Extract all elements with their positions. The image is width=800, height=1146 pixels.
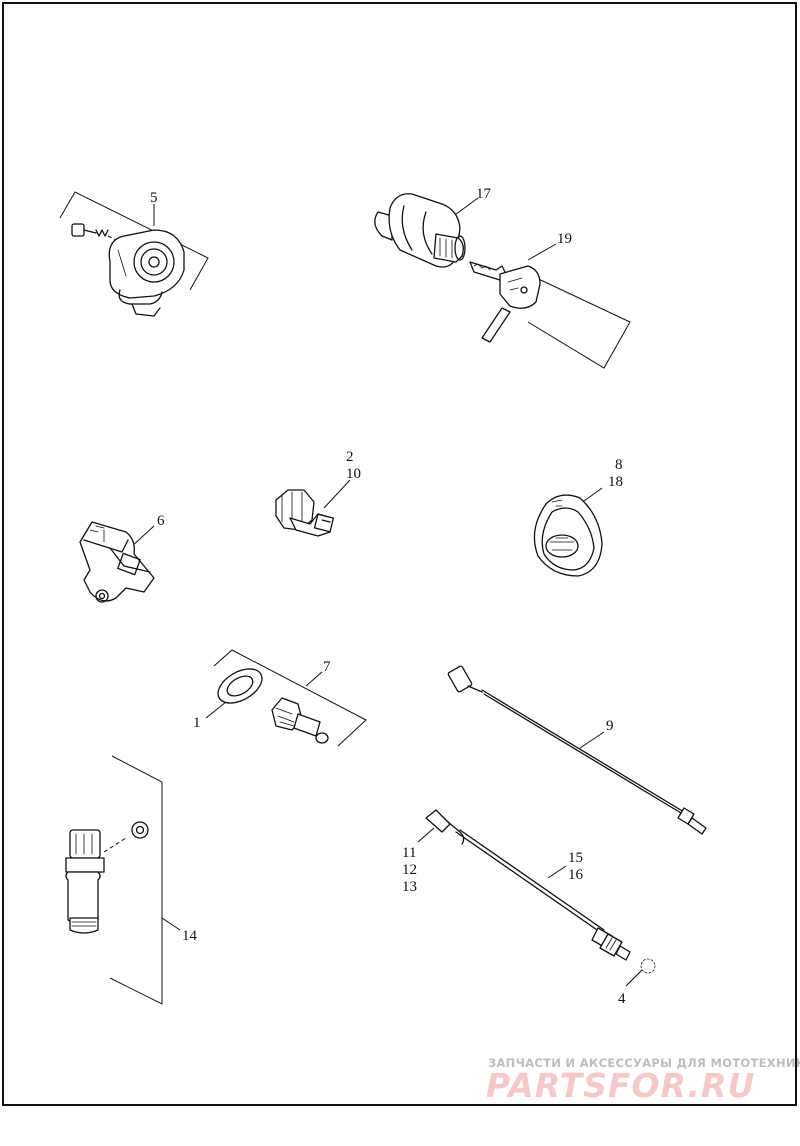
diagram-border: [2, 2, 797, 1106]
part-8-18-fob: [533, 487, 603, 577]
callout-18: 18: [608, 474, 623, 490]
callout-15: 15: [568, 850, 583, 866]
callout-12: 12: [402, 862, 417, 878]
watermark-logo: PARTSFOR.RU: [486, 1066, 756, 1105]
callout-1: 1: [193, 715, 201, 731]
part-6-sensor: [79, 521, 155, 603]
callout-16: 16: [568, 867, 584, 883]
callout-14: 14: [182, 928, 198, 944]
callout-17: 17: [476, 186, 492, 202]
part-7-1-switch: [205, 649, 367, 747]
watermark-caption: ЗАПЧАСТИ И АКСЕССУАРЫ ДЛЯ МОТОТЕХНИКИ: [488, 1056, 800, 1070]
callout-10: 10: [346, 466, 361, 482]
callout-11: 11: [402, 845, 416, 861]
part-17-switch: [374, 193, 479, 268]
part-2-10-switch: [275, 479, 351, 537]
callout-7: 7: [323, 659, 331, 675]
part-9-cable: [447, 665, 707, 835]
callout-5: 5: [150, 190, 158, 206]
callout-8: 8: [615, 457, 623, 473]
part-19-keys: [469, 243, 631, 369]
callout-2: 2: [346, 449, 354, 465]
part-5-sensor: [59, 191, 209, 317]
callout-19: 19: [557, 231, 572, 247]
callout-4: 4: [618, 991, 626, 1007]
part-14-sensor: [65, 755, 181, 1005]
part-15-16-sensor: [417, 809, 656, 987]
callout-6: 6: [157, 513, 165, 529]
callout-13: 13: [402, 879, 417, 895]
callout-9: 9: [606, 718, 614, 734]
